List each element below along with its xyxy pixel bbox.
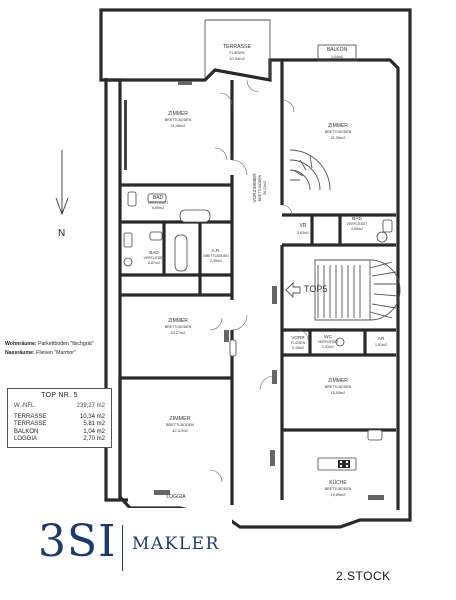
room-labels: TERRASSE FLIESEN 10,34m2 BALKON 1,04m2 Z…: [144, 44, 387, 500]
zimmer1-sub: BRETTLBODEN: [165, 118, 192, 122]
staircase: [314, 259, 401, 321]
unit-summary-box: TOP NR. 5 W.-NFL. 239,27 m2 TERRASSE 10,…: [7, 388, 112, 448]
kueche-name: KÜCHE: [329, 479, 347, 486]
legend-wohnraeume-value: Parkettboden "fischgrät": [38, 341, 94, 347]
vorr-sub: FLIESEN: [291, 341, 306, 345]
legend-wohnraeume: Wohnräume: Parkettboden "fischgrät": [5, 340, 117, 349]
vr-name: VR: [300, 223, 307, 229]
brand-logo: 3SI MAKLER: [0, 508, 232, 584]
terrasse-top-name: TERRASSE: [223, 44, 252, 50]
interior-walls: [118, 60, 396, 505]
zimmer3-sub: BRETTLBODEN: [165, 325, 192, 329]
bad3-sub: VERFLIESST: [347, 222, 368, 226]
zimmer1-name: ZIMMER: [168, 111, 188, 117]
zimmer3-area: 24,27m2: [171, 331, 186, 335]
unit-area-row: LOGGIA 2,70 m2: [8, 436, 111, 443]
zimmer2-name: ZIMMER: [328, 123, 348, 129]
unit-wnfl-label: W.-NFL.: [14, 403, 36, 409]
unit-area-row: TERRASSE 5,81 m2: [8, 421, 111, 428]
bad2-name: BAD: [149, 250, 159, 255]
unit-area-label: TERRASSE: [14, 414, 47, 421]
wc-sub: VERFLIESST: [318, 340, 339, 344]
zimmer2-area: 31,09m2: [331, 136, 346, 140]
vorzimmer-sub: BRETTLBODEN: [258, 174, 262, 201]
kueche-area: 19,89m2: [331, 493, 346, 497]
balkon-name: BALKON: [327, 47, 348, 53]
bad2-area: 6,87m2: [148, 261, 160, 265]
vorr-area: 5,15m2: [292, 346, 304, 350]
unit-area-value: 10,34 m2: [79, 414, 105, 421]
ar2-name: AR: [378, 336, 385, 342]
unit-area-value: 1,04 m2: [83, 428, 105, 435]
bad2-sub: VERFLIESST: [144, 256, 165, 260]
zimmer5-sub: BRETTLBODEN: [166, 423, 194, 427]
unit-area-value: 5,81 m2: [83, 421, 105, 428]
unit-area-label: BALKON: [14, 428, 39, 435]
zimmer4-name: ZIMMER: [328, 378, 348, 384]
bad1-sub: VERFLIESST: [148, 201, 169, 205]
legend-nassraeume: Nassräume: Fliesen "Marmor": [5, 349, 117, 358]
loggia-name: LOGGIA: [166, 494, 186, 500]
unit-title: TOP NR. 5: [41, 392, 78, 399]
unit-area-label: TERRASSE: [14, 421, 47, 428]
unit-wnfl-row: W.-NFL. 239,27 m2: [8, 403, 111, 410]
north-arrow-icon: [55, 150, 69, 216]
radiators: [154, 81, 384, 500]
bad1-name: BAD: [153, 195, 164, 201]
unit-area-row: TERRASSE 10,34 m2: [8, 414, 111, 421]
vr-area: 3,63m2: [297, 231, 309, 235]
ar2-area: 1,81m2: [375, 343, 387, 347]
ar-area: 2,39m2: [210, 259, 222, 263]
terrasse-top-outline: [204, 19, 271, 80]
legend-wohnraeume-label: Wohnräume:: [5, 341, 37, 347]
inner-stair: [289, 149, 331, 191]
entrance-arrow-icon: [285, 281, 301, 299]
bad3-name: BAD: [352, 216, 362, 222]
unit-area-label: LOGGIA: [14, 435, 38, 442]
bad3-area: 4,65m2: [351, 227, 363, 231]
wc-area: 1,53m2: [322, 345, 334, 349]
zimmer5-area: 42,37m2: [172, 428, 188, 433]
zimmer4-area: 15,53m2: [331, 391, 346, 395]
zimmer4-sub: BRETTLBODEN: [325, 385, 352, 389]
legend-nassraeume-value: Fliesen "Marmor": [36, 350, 76, 356]
unit-area-value: 2,70 m2: [83, 435, 105, 442]
door-swings: [209, 79, 309, 483]
unit-wnfl-value: 239,27 m2: [76, 403, 105, 409]
unit-area-row: BALKON 1,04 m2: [8, 429, 111, 436]
window-bar: [124, 100, 127, 170]
compass-label: N: [58, 228, 66, 239]
ar-sub: BRETTLBODEN: [203, 254, 229, 258]
ar-name: A.R.: [212, 248, 221, 253]
zimmer3-name: ZIMMER: [168, 318, 188, 324]
top5-label: TOP5: [304, 284, 327, 294]
outer-walls: [99, 8, 412, 529]
zimmer1-area: 21,40m2: [171, 124, 186, 128]
floor-level-label: 2.STOCK: [336, 569, 391, 583]
zimmer5-name: ZIMMER: [169, 416, 190, 422]
kueche-sub: BRETTLBODEN: [325, 487, 352, 491]
bathroom-fixtures: [123, 191, 393, 441]
balkon-area: 1,04m2: [331, 55, 343, 59]
zimmer2-sub: BRETTLBODEN: [325, 130, 352, 134]
legend-nassraeume-label: Nassräume:: [5, 350, 35, 356]
vorzimmer-area: 26,23m2: [263, 181, 267, 195]
kitchen-island: [317, 457, 357, 471]
terrasse-top-sub: FLIESEN: [230, 51, 245, 55]
wc-name: WC: [324, 334, 333, 340]
flooring-legend: Wohnräume: Parkettboden "fischgrät" Nass…: [5, 340, 117, 358]
terrasse-top-area: 10,34m2: [229, 56, 245, 61]
balkon-outline: [317, 44, 357, 62]
logo-divider: [122, 525, 123, 571]
vorzimmer-name: VORZIMMER: [252, 173, 258, 203]
logo-name: MAKLER: [132, 534, 220, 554]
bad1-area: 6,69m2: [152, 206, 164, 210]
logo-mark: 3SI: [38, 516, 117, 567]
vorr-name: VORR: [291, 335, 305, 340]
